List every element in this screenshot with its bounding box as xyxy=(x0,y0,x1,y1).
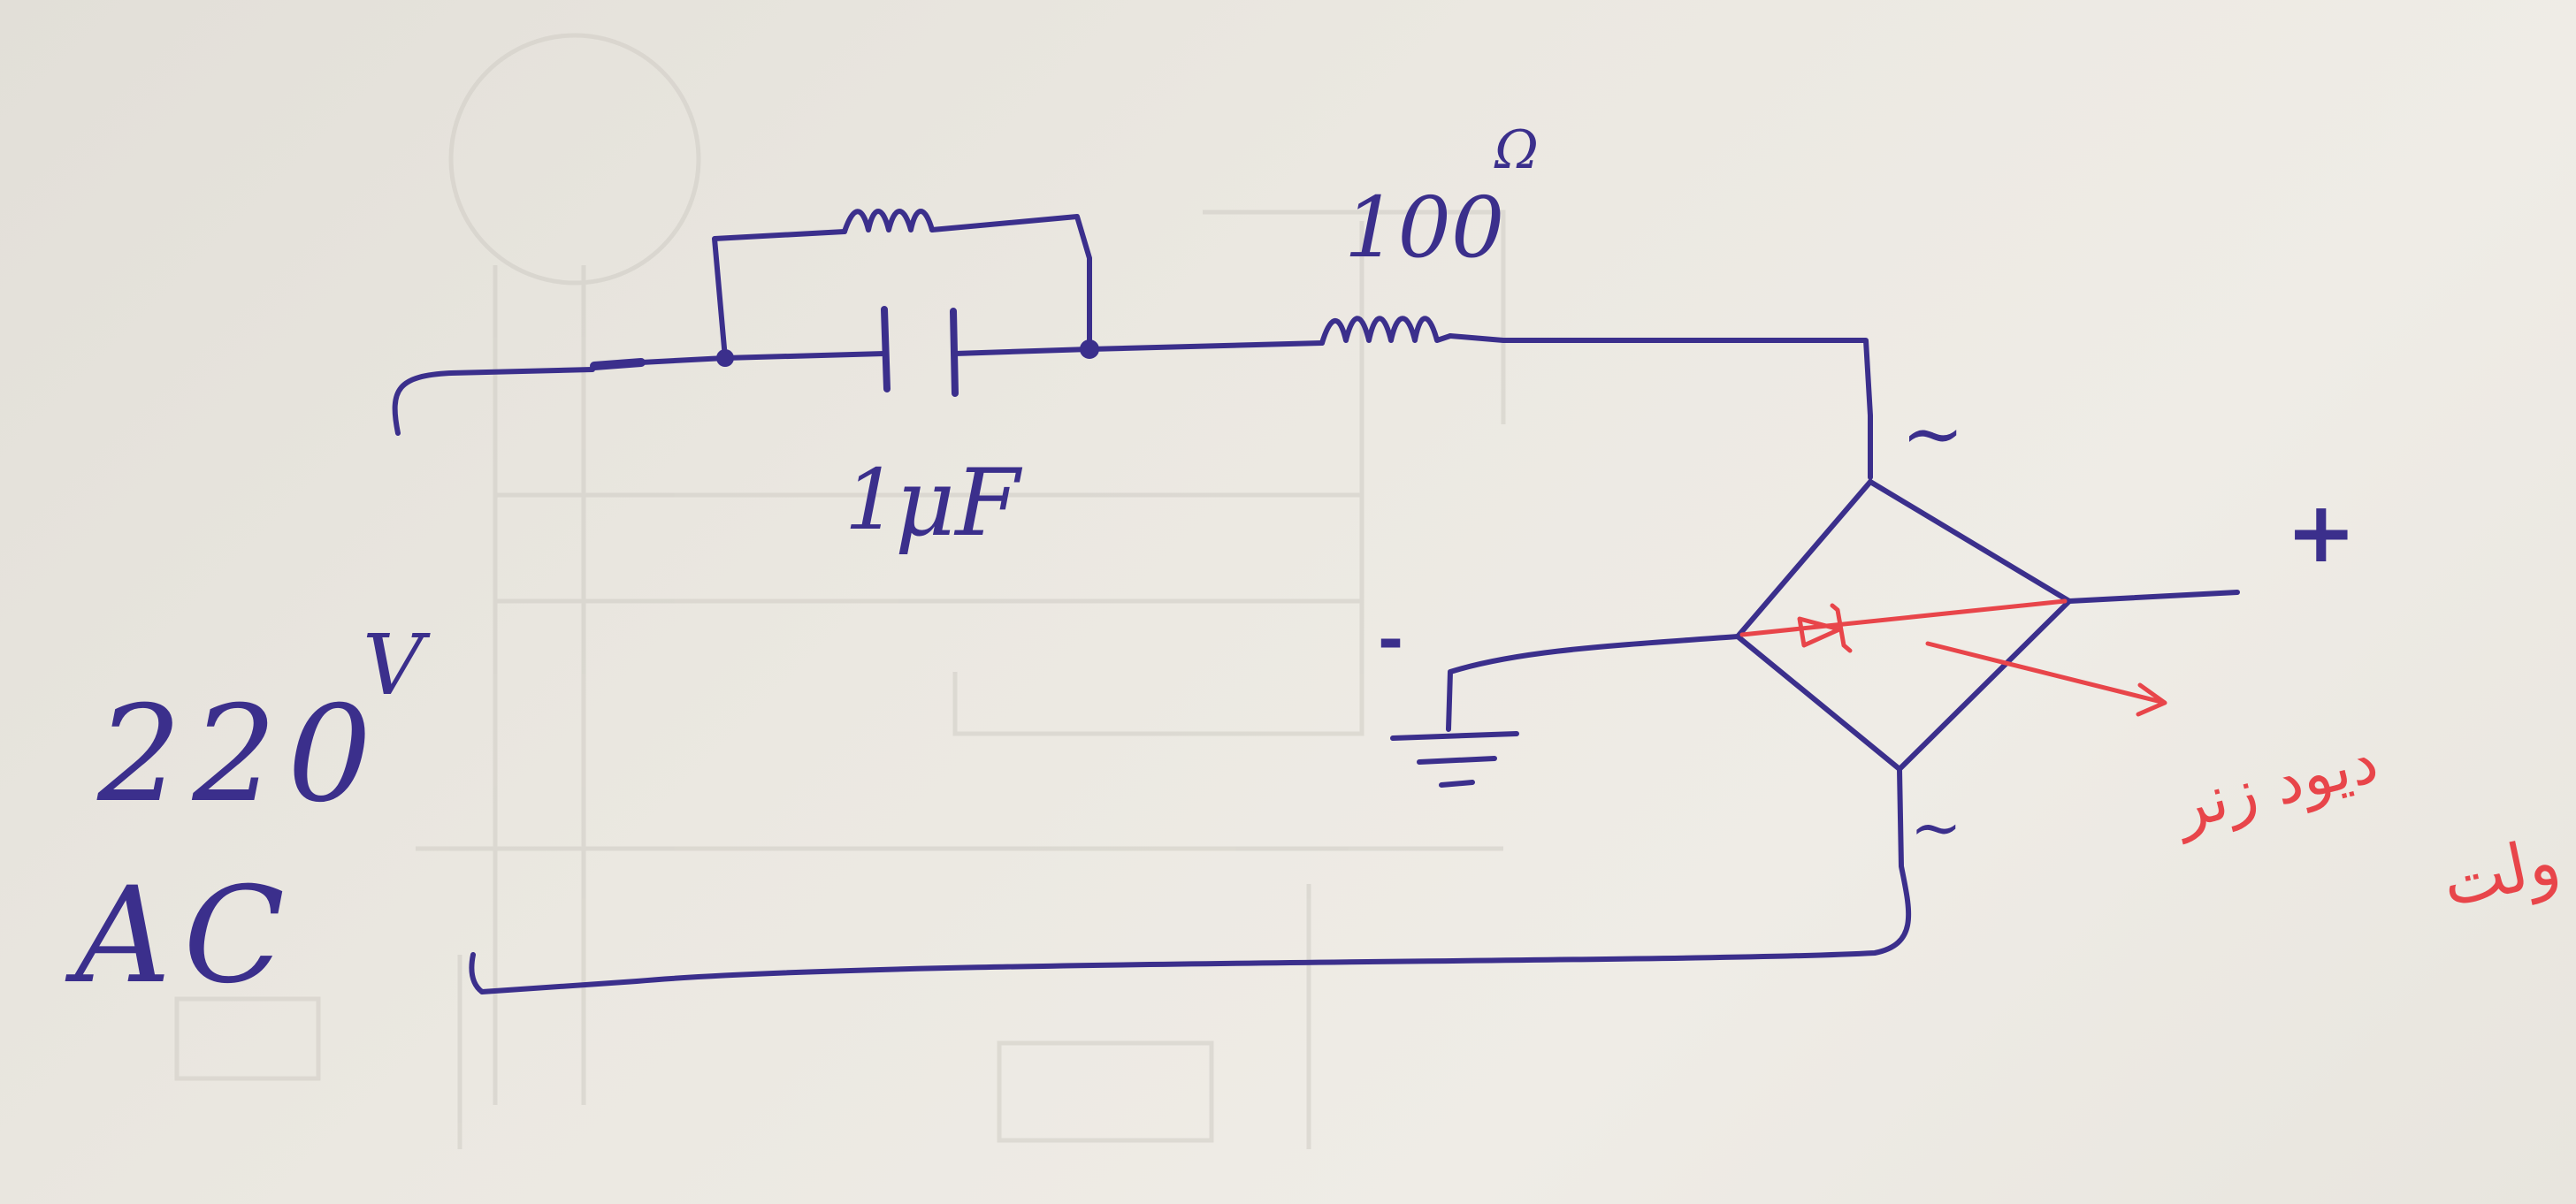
ground-symbol xyxy=(1390,731,1519,788)
source-voltage-label: 220 xyxy=(96,678,382,832)
wire-capacitor-to-node-right xyxy=(952,347,1092,356)
parallel-resistor-zigzag xyxy=(842,209,935,234)
wire-bridge-to-source xyxy=(469,766,1912,994)
zener-arrow xyxy=(1925,641,2167,717)
parallel-branch-right xyxy=(929,214,1092,352)
zener-bar xyxy=(1830,603,1853,653)
output-negative-label: - xyxy=(1378,604,1403,676)
junction-node-left xyxy=(716,349,734,367)
ghost-sketch xyxy=(174,33,1506,1149)
wire-to-capacitor xyxy=(722,351,887,361)
junction-node-right xyxy=(1080,339,1099,359)
source-type-label: AC xyxy=(65,859,297,1013)
bridge-ac-top-label: ~ xyxy=(1901,391,1964,478)
series-resistor-zigzag xyxy=(1319,316,1453,346)
zener-diode-icon xyxy=(1797,616,1842,648)
capacitor-symbol xyxy=(881,306,959,397)
wire-to-node-left xyxy=(638,355,728,365)
wiring xyxy=(392,209,2240,994)
bridge-ac-bottom-label: ~ xyxy=(1910,791,1962,864)
terminal-dash xyxy=(590,358,646,370)
wire-to-series-resistor xyxy=(1087,340,1325,352)
bridge-rectifier xyxy=(1735,479,2072,772)
wire-output-negative xyxy=(1446,634,1740,732)
zener-note-line1: دیود زنر xyxy=(2166,724,2385,844)
zener-diode-annotation xyxy=(1739,598,2167,717)
source-voltage-unit: V xyxy=(363,617,431,714)
zener-wire xyxy=(1739,598,2068,637)
wire-to-bridge-top xyxy=(1448,333,1873,480)
zener-note-line2: ۱۲ ولت xyxy=(2435,803,2576,923)
wire-output-positive xyxy=(2067,590,2240,604)
output-positive-label: + xyxy=(2286,484,2357,582)
capacitor-value-label: 1 xyxy=(845,452,898,549)
source-terminal-top xyxy=(392,367,595,436)
resistor-value-label: 100 xyxy=(1344,179,1504,277)
resistor-unit-label: Ω xyxy=(1494,119,1539,181)
capacitor-unit-label: μF xyxy=(895,449,1022,557)
parallel-branch xyxy=(712,229,847,361)
junction-nodes xyxy=(716,339,1099,367)
labels: 220 V AC 100 Ω 1 μF ~ ~ + - دیود زنر ۱۲ … xyxy=(65,119,2576,1013)
